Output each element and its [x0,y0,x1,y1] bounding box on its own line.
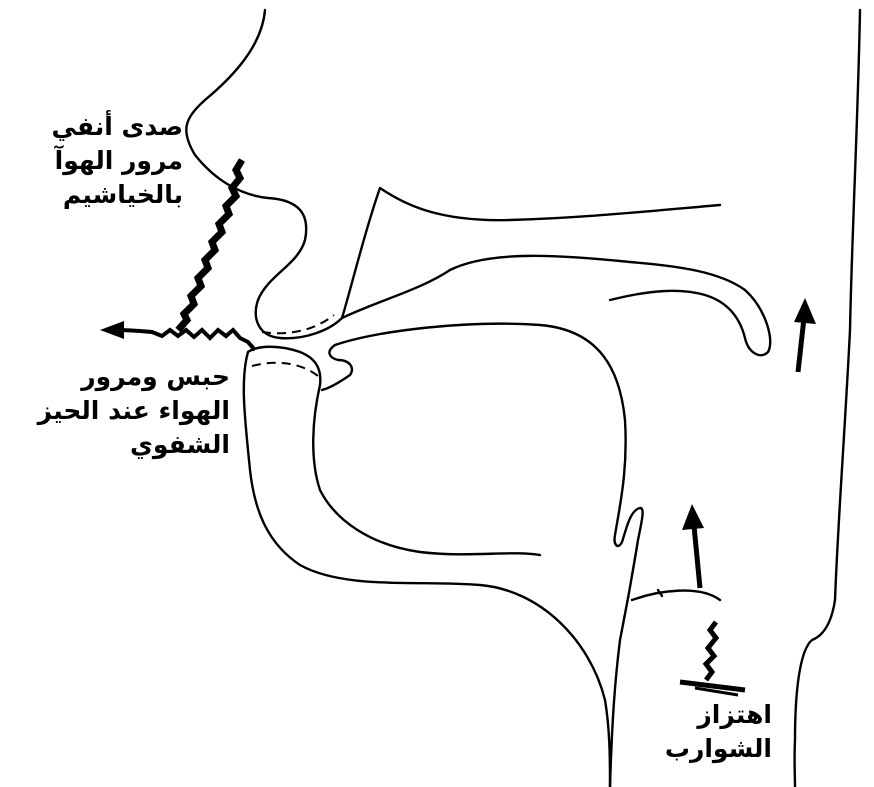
pharynx-back-wall [795,10,860,787]
airflow-arrow-lower [682,504,704,588]
label-lips-line-1: حبس ومرور [2,360,230,394]
vocal-cords-line [680,682,745,690]
tongue-tip [322,345,352,390]
larynx-outline [632,591,720,600]
upper-teeth [342,188,720,318]
lower-lip [248,347,320,385]
jaw-chin [244,352,610,787]
airflow-arrow-upper [794,298,816,372]
lip-airflow-arrowhead [100,321,124,339]
label-vocal-cord-vibration: اهتزاز الشوارب [630,698,772,766]
label-vibration-line-1: اهتزاز [630,698,772,732]
label-nasal-line-1: صدى أنفي [8,110,183,144]
lip-airflow-line [122,330,255,350]
label-lips-line-3: الشفوي [2,428,230,462]
tongue-body [335,324,643,787]
label-vibration-line-2: الشوارب [630,732,772,766]
label-lip-closure: حبس ومرور الهواء عند الحيز الشفوي [2,360,230,462]
vocal-cord-vibration-squiggle [706,622,716,680]
label-lips-line-2: الهواء عند الحيز [2,394,230,428]
mandible-inner [313,385,540,555]
label-nasal-resonance: صدى أنفي مرور الهوآ بالخياشيم [8,110,183,212]
label-nasal-line-2: مرور الهوآ [8,144,183,178]
nasal-airflow-line [178,160,242,330]
label-nasal-line-3: بالخياشيم [8,178,183,212]
stray-mark [658,590,662,596]
lower-lip-dashed-outline [252,363,318,376]
hard-palate [342,256,770,355]
